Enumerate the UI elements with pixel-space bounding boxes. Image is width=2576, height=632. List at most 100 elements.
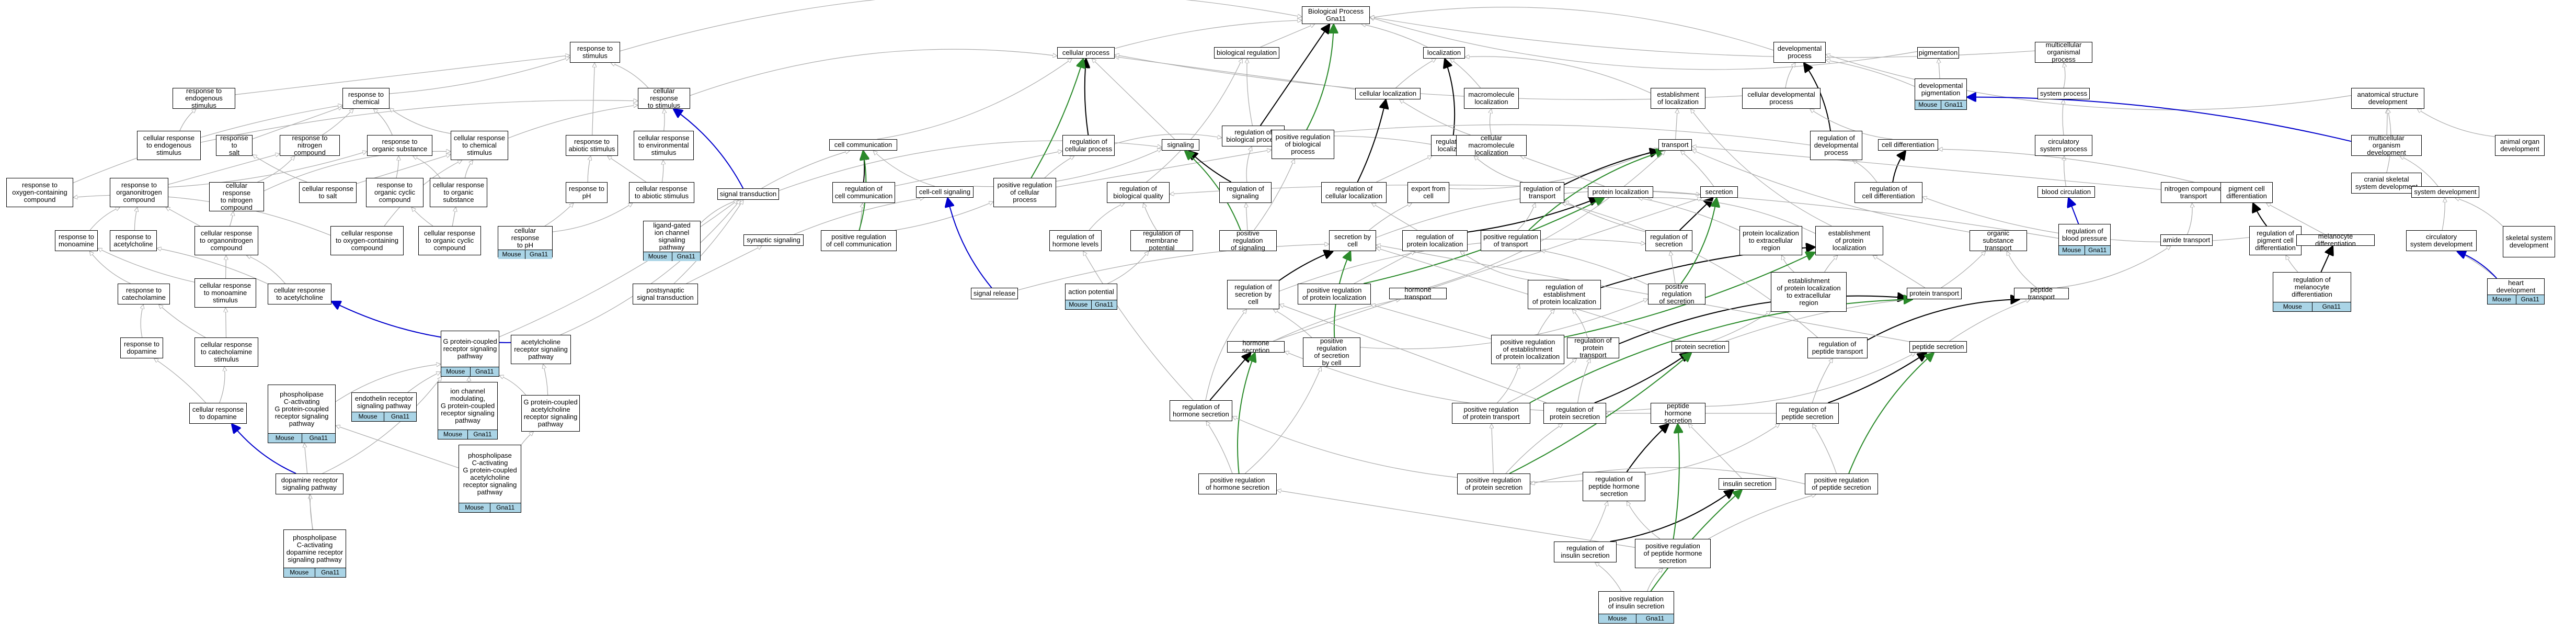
term-signaling[interactable]: signaling	[1162, 139, 1199, 151]
term-protein-secretion[interactable]: protein secretion	[1671, 341, 1729, 353]
term-response-to-nitrogen-compound[interactable]: response to nitrogen compound	[280, 134, 340, 156]
term-positive-regulation-of-cell-communication[interactable]: positive regulation of cell communicatio…	[821, 230, 897, 251]
term-cellular-response-to-endogenous-stimulus[interactable]: cellular response to endogenous stimulus	[137, 131, 201, 160]
term-plc-activating-gpcr-acetylcholine-receptor-signaling-pathway[interactable]: phospholipase C-activating G protein-cou…	[459, 445, 521, 513]
term-response-to-stimulus[interactable]: response to stimulus	[570, 42, 620, 63]
term-protein-transport[interactable]: protein transport	[1907, 288, 1962, 299]
term-dopamine-receptor-signaling-pathway[interactable]: dopamine receptor signaling pathway	[276, 473, 344, 494]
term-signal-transduction[interactable]: signal transduction	[717, 188, 779, 200]
term-positive-regulation-of-transport[interactable]: positive regulation of transport	[1481, 230, 1541, 251]
term-g-protein-coupled-receptor-signaling-pathway[interactable]: G protein-coupled receptor signaling pat…	[441, 331, 499, 377]
term-positive-regulation-of-secretion[interactable]: positive regulation of secretion	[1648, 283, 1705, 305]
term-positive-regulation-of-secretion-by-cell[interactable]: positive regulation of secretion by cell	[1303, 337, 1360, 367]
term-regulation-of-transport[interactable]: regulation of transport	[1520, 182, 1564, 203]
term-positive-regulation-of-protein-secretion[interactable]: positive regulation of protein secretion	[1457, 473, 1530, 494]
term-circulatory-system-process[interactable]: circulatory system process	[2035, 135, 2092, 156]
term-cellular-response-to-chemical-stimulus[interactable]: cellular response to chemical stimulus	[451, 131, 508, 160]
term-response-to-ph[interactable]: response to pH	[566, 182, 608, 203]
term-regulation-of-signaling[interactable]: regulation of signaling	[1219, 182, 1272, 203]
term-positive-regulation-of-protein-transport[interactable]: positive regulation of protein transport	[1452, 403, 1530, 424]
term-multicellular-organism-development[interactable]: multicellular organism development	[2351, 134, 2422, 156]
term-synaptic-signaling[interactable]: synaptic signaling	[743, 234, 804, 246]
term-multicellular-organismal-process[interactable]: multicellular organismal process	[2035, 41, 2092, 63]
term-regulation-of-membrane-potential[interactable]: regulation of membrane potential	[1130, 230, 1193, 252]
term-transport[interactable]: transport	[1658, 139, 1692, 151]
term-cell-cell-signaling[interactable]: cell-cell signaling	[916, 186, 974, 198]
term-positive-regulation-of-peptide-secretion[interactable]: positive regulation of peptide secretion	[1805, 473, 1878, 494]
term-peptide-secretion[interactable]: peptide secretion	[1909, 341, 1967, 353]
term-plc-activating-gpcr-signaling-pathway[interactable]: phospholipase C-activating G protein-cou…	[268, 385, 336, 443]
term-cellular-response-to-dopamine[interactable]: cellular response to dopamine	[189, 403, 247, 424]
term-cell-communication[interactable]: cell communication	[829, 139, 897, 151]
term-regulation-of-peptide-secretion[interactable]: regulation of peptide secretion	[1776, 403, 1839, 424]
term-positive-regulation-of-insulin-secretion[interactable]: positive regulation of insulin secretion…	[1598, 591, 1674, 624]
term-response-to-chemical[interactable]: response to chemical	[342, 88, 390, 109]
term-pigmentation[interactable]: pigmentation	[1917, 47, 1959, 59]
term-animal-organ-development[interactable]: animal organ development	[2495, 135, 2545, 156]
term-cellular-localization[interactable]: cellular localization	[1355, 88, 1421, 99]
term-positive-regulation-of-signaling[interactable]: positive regulation of signaling	[1219, 230, 1277, 252]
term-regulation-of-insulin-secretion[interactable]: regulation of insulin secretion	[1554, 541, 1617, 562]
term-gpcr-acetylcholine-receptor-signaling-pathway[interactable]: G protein-coupled acetylcholine receptor…	[521, 395, 580, 432]
term-regulation-of-secretion-by-cell[interactable]: regulation of secretion by cell	[1227, 280, 1279, 309]
term-cellular-response-to-environmental-stimulus[interactable]: cellular response to environmental stimu…	[634, 131, 694, 160]
term-cellular-response-to-salt[interactable]: cellular response to salt	[299, 182, 357, 203]
term-protein-localization[interactable]: protein localization	[1588, 186, 1653, 198]
term-cellular-response-to-organonitrogen-compound[interactable]: cellular response to organonitrogen comp…	[194, 226, 258, 255]
term-positive-regulation-of-peptide-hormone-secretion[interactable]: positive regulation of peptide hormone s…	[1635, 539, 1711, 568]
term-response-to-abiotic-stimulus[interactable]: response to abiotic stimulus	[566, 135, 618, 156]
term-skeletal-system-development[interactable]: skeletal system development	[2503, 226, 2555, 257]
term-melanocyte-differentiation[interactable]: melanocyte differentiation	[2296, 233, 2375, 247]
term-regulation-of-cell-communication[interactable]: regulation of cell communication	[832, 182, 895, 203]
term-positive-regulation-of-hormone-secretion[interactable]: positive regulation of hormone secretion	[1198, 473, 1277, 494]
term-cellular-macromolecule-localization[interactable]: cellular macromolecule localization	[1456, 134, 1527, 156]
term-insulin-secretion[interactable]: insulin secretion	[1719, 478, 1776, 490]
term-cellular-process[interactable]: cellular process	[1057, 47, 1115, 59]
term-localization[interactable]: localization	[1423, 47, 1465, 59]
term-cellular-response-to-acetylcholine[interactable]: cellular response to acetylcholine	[268, 284, 331, 304]
term-response-to-acetylcholine[interactable]: response to acetylcholine	[110, 230, 157, 251]
term-organic-substance-transport[interactable]: organic substance transport	[1970, 230, 2027, 252]
term-regulation-of-melanocyte-differentiation[interactable]: regulation of melanocyte differentiation…	[2273, 272, 2351, 312]
term-regulation-of-protein-secretion[interactable]: regulation of protein secretion	[1543, 403, 1606, 424]
term-regulation-of-secretion[interactable]: regulation of secretion	[1645, 230, 1692, 251]
term-cellular-response-to-monoamine-stimulus[interactable]: cellular response to monoamine stimulus	[194, 278, 256, 308]
term-export-from-cell[interactable]: export from cell	[1407, 182, 1449, 203]
term-regulation-of-peptide-transport[interactable]: regulation of peptide transport	[1807, 337, 1868, 358]
term-cellular-response-to-oxygen-containing-compound[interactable]: cellular response to oxygen-containing c…	[330, 226, 404, 255]
term-regulation-of-biological-quality[interactable]: regulation of biological quality	[1107, 182, 1170, 203]
term-regulation-of-hormone-levels[interactable]: regulation of hormone levels	[1049, 230, 1102, 251]
term-regulation-of-developmental-process[interactable]: regulation of developmental process	[1810, 131, 1862, 160]
term-root[interactable]: Biological Process Gna11	[1302, 6, 1370, 24]
term-establishment-of-protein-localization-to-extracellular-region[interactable]: establishment of protein localization to…	[1771, 272, 1847, 312]
term-response-to-monoamine[interactable]: response to monoamine	[55, 230, 98, 251]
term-cellular-response-to-stimulus[interactable]: cellular response to stimulus	[638, 87, 690, 109]
term-biological-regulation[interactable]: biological regulation	[1214, 47, 1279, 59]
term-response-to-organic-cyclic-compound[interactable]: response to organic cyclic compound	[366, 178, 423, 207]
term-positive-regulation-of-cellular-process[interactable]: positive regulation of cellular process	[993, 178, 1056, 207]
term-secretion[interactable]: secretion	[1700, 186, 1738, 198]
term-plc-activating-dopamine-receptor-signaling-pathway[interactable]: phospholipase C-activating dopamine rece…	[283, 529, 346, 578]
term-cellular-response-to-nitrogen-compound[interactable]: cellular response to nitrogen compound	[209, 182, 264, 211]
term-establishment-of-protein-localization[interactable]: establishment of protein localization	[1815, 226, 1883, 255]
term-circulatory-system-development[interactable]: circulatory system development	[2406, 230, 2477, 251]
term-regulation-of-cellular-process[interactable]: regulation of cellular process	[1062, 135, 1115, 156]
term-protein-localization-to-extracellular-region[interactable]: protein localization to extracellular re…	[1739, 226, 1802, 255]
term-response-to-dopamine[interactable]: response to dopamine	[120, 337, 163, 358]
term-secretion-by-cell[interactable]: secretion by cell	[1329, 230, 1376, 251]
term-nitrogen-compound-transport[interactable]: nitrogen compound transport	[2161, 182, 2226, 203]
term-peptide-hormone-secretion[interactable]: peptide hormone secretion	[1651, 402, 1705, 424]
term-regulation-of-peptide-hormone-secretion[interactable]: regulation of peptide hormone secretion	[1583, 472, 1645, 501]
term-response-to-organic-substance[interactable]: response to organic substance	[367, 135, 432, 156]
term-blood-circulation[interactable]: blood circulation	[2037, 186, 2095, 198]
term-postsynaptic-signal-transduction[interactable]: postsynaptic signal transduction	[633, 284, 698, 304]
term-response-to-endogenous-stimulus[interactable]: response to endogenous stimulus	[173, 87, 235, 109]
term-response-to-salt[interactable]: response to salt	[216, 134, 253, 156]
term-positive-regulation-of-establishment-of-protein-localization[interactable]: positive regulation of establishment of …	[1491, 335, 1564, 364]
